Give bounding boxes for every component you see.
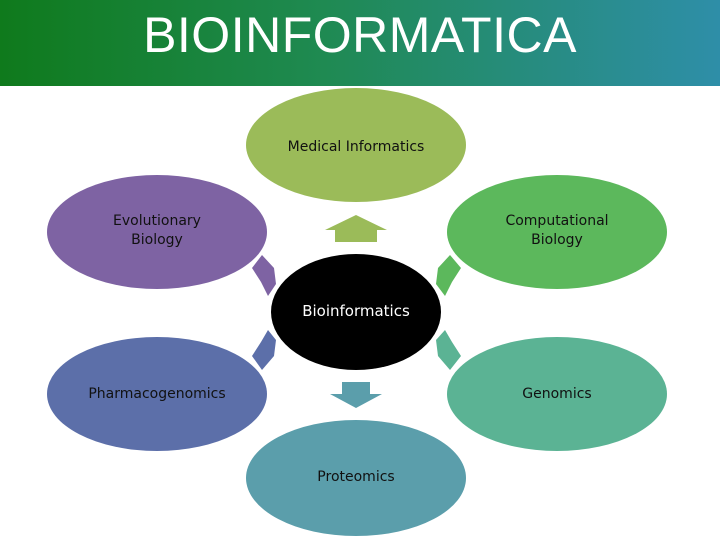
arrow-to-evolutionary-biology [252, 255, 276, 296]
node-evolutionary-biology [47, 175, 267, 289]
label-center-bioinformatics: Bioinformatics [302, 302, 410, 320]
node-pharmacogenomics [47, 337, 267, 451]
arrow-to-pharmacogenomics [252, 330, 276, 370]
node-medical-informatics [246, 88, 466, 202]
page-title: BIOINFORMATICA [143, 7, 577, 63]
label-medical-informatics: Medical Informatics [287, 139, 425, 155]
node-computational-biology [447, 175, 667, 289]
arrow-to-medical-informatics [325, 215, 387, 242]
label-evolutionary-biology: Evolutionary Biology [113, 213, 201, 248]
label-proteomics: Proteomics [317, 469, 395, 485]
arrow-to-computational-biology [436, 255, 461, 296]
arrow-to-genomics [436, 330, 461, 370]
label-genomics: Genomics [522, 386, 592, 402]
node-center-bioinformatics [271, 254, 441, 370]
label-pharmacogenomics: Pharmacogenomics [88, 386, 226, 402]
title-banner: BIOINFORMATICA [0, 0, 720, 86]
arrow-to-proteomics [330, 382, 382, 408]
node-proteomics [246, 420, 466, 536]
node-genomics [447, 337, 667, 451]
label-computational-biology: Computational Biology [505, 213, 609, 248]
